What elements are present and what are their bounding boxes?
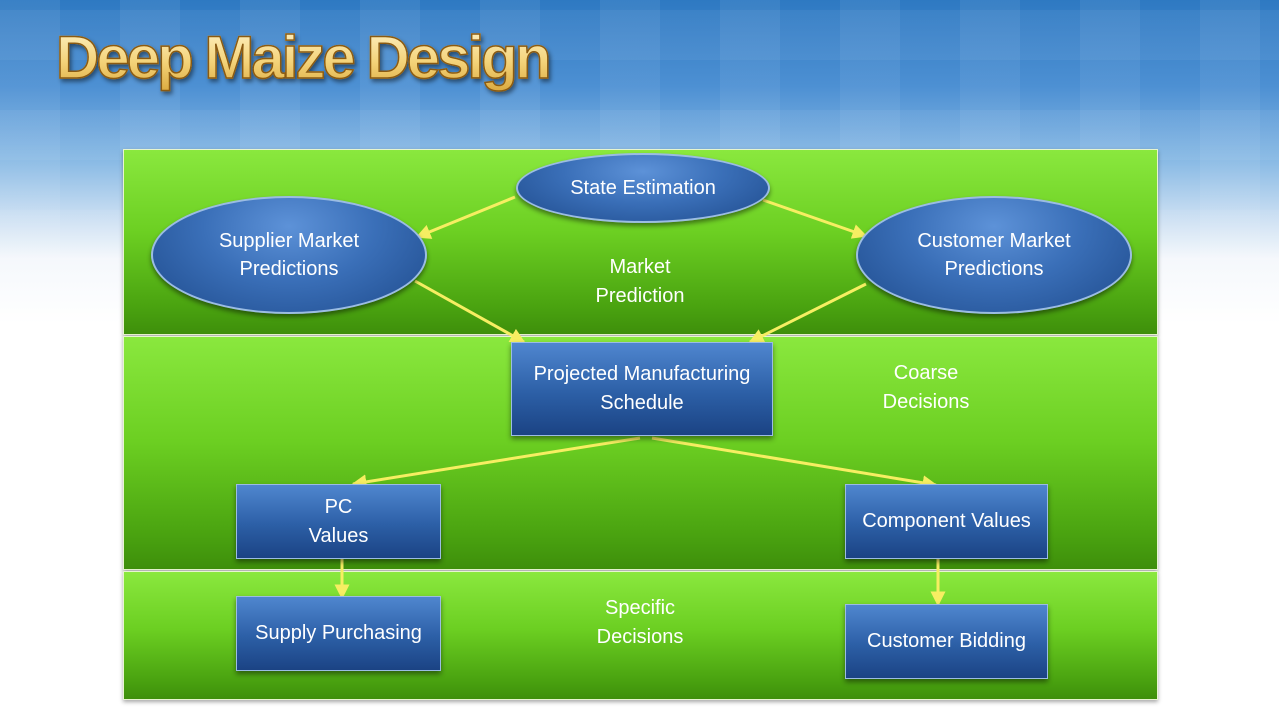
customer-market-predictions-label: Customer Market Predictions bbox=[917, 230, 1071, 280]
customer-bidding-node[interactable]: Customer Bidding bbox=[845, 604, 1048, 679]
pc-values-label: PC Values bbox=[308, 495, 369, 547]
customer-bidding-label: Customer Bidding bbox=[867, 630, 1026, 652]
supplier-market-predictions-label: Supplier Market Predictions bbox=[218, 230, 360, 280]
market-prediction-label: Market Prediction bbox=[595, 256, 685, 307]
pc-values-node[interactable]: PC Values bbox=[236, 484, 441, 559]
specific-decisions-label: Specific Decisions bbox=[596, 597, 684, 648]
state-estimation-node[interactable]: State Estimation bbox=[516, 153, 770, 223]
slide-title: Deep Maize Design bbox=[55, 22, 552, 94]
coarse-decisions-label: Coarse Decisions bbox=[882, 362, 970, 413]
projected-manufacturing-schedule-label: Projected Manufacturing Schedule bbox=[533, 363, 751, 414]
component-values-node[interactable]: Component Values bbox=[845, 484, 1048, 559]
supplier-market-predictions-node[interactable]: Supplier Market Predictions bbox=[151, 196, 427, 314]
supply-purchasing-label: Supply Purchasing bbox=[255, 622, 422, 644]
customer-market-predictions-node[interactable]: Customer Market Predictions bbox=[856, 196, 1132, 314]
projected-manufacturing-schedule-node[interactable]: Projected Manufacturing Schedule bbox=[511, 342, 773, 436]
component-values-label: Component Values bbox=[862, 510, 1031, 532]
state-estimation-label: State Estimation bbox=[570, 177, 716, 199]
supply-purchasing-node[interactable]: Supply Purchasing bbox=[236, 596, 441, 671]
